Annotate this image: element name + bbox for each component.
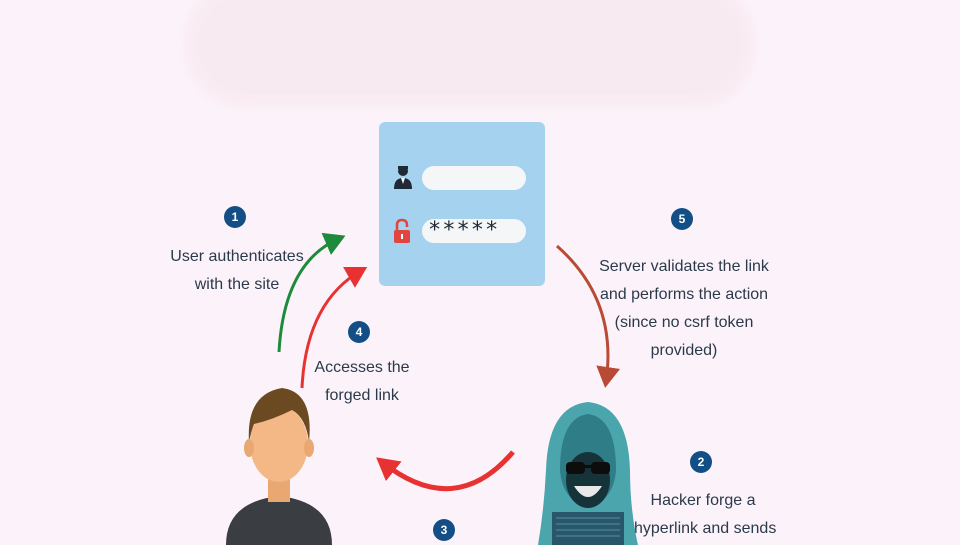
step-label-4: Accesses the forged link [314,359,410,404]
password-field[interactable]: ***** [422,219,526,243]
arrow-step-3 [376,450,515,492]
step-badge-5: 5 [671,208,693,230]
step-label-2: Hacker forge a hyperlink and sends [634,492,777,537]
background-blob [185,0,755,108]
user-icon [394,166,412,189]
password-value: ***** [428,218,500,243]
step-badge-4: 4 [348,321,370,343]
step-badge-1: 1 [224,206,246,228]
username-field[interactable] [422,166,526,190]
arrow-step-5 [556,244,621,388]
login-form-card: ***** [379,122,545,286]
arrow-step-4 [300,267,368,389]
arrow-step-1 [277,232,346,353]
step-badge-3: 3 [433,519,455,541]
hooded-hacker-icon [538,402,638,545]
lock-icon [394,218,410,243]
user-avatar-icon [226,388,332,545]
step-label-5: Server validates the link and performs t… [599,258,769,359]
step-label-1: User authenticates with the site [170,248,304,293]
step-badge-2: 2 [690,451,712,473]
